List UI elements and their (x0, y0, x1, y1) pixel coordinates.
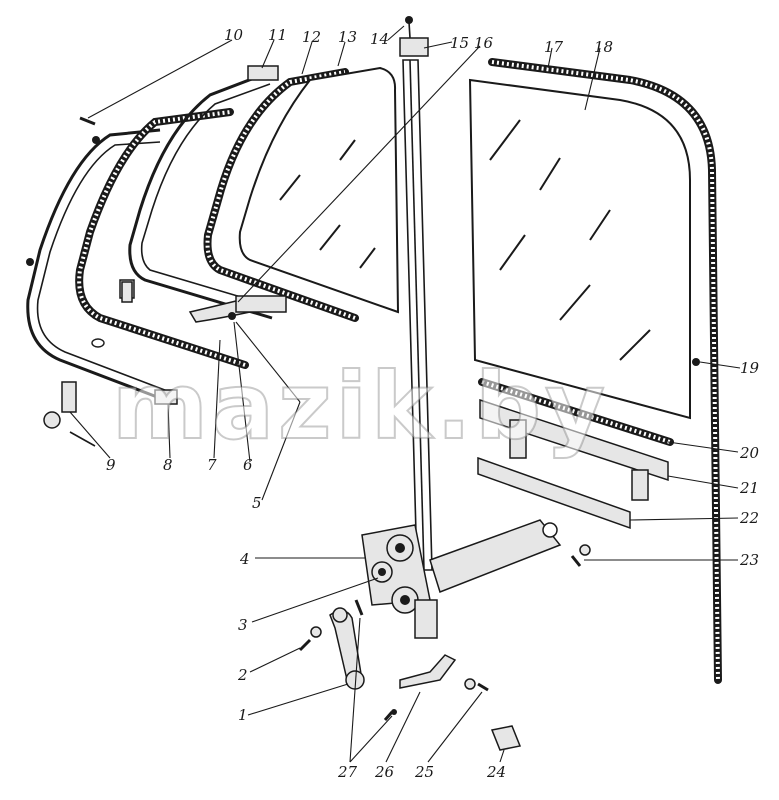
callout-11: 11 (268, 26, 287, 44)
callout-3: 3 (238, 616, 248, 634)
door-glass-part-18 (468, 78, 691, 420)
glass-channel-seal-part-20 (478, 378, 674, 446)
clip-part-24 (490, 725, 522, 751)
callout-5: 5 (252, 494, 262, 512)
screw-washer-part-2 (298, 626, 322, 652)
bolt-nut-part-23 (570, 544, 591, 567)
window-regulator-part-4 (361, 519, 562, 639)
callout-13: 13 (338, 28, 357, 46)
regulator-bracket-part-22 (477, 456, 631, 530)
callout-10: 10 (224, 26, 244, 44)
callout-12: 12 (302, 28, 321, 46)
callout-2: 2 (237, 666, 248, 684)
callout-16: 16 (474, 34, 494, 52)
callout-22: 22 (739, 509, 759, 527)
callout-labels: 1 2 3 4 5 6 7 8 9 10 11 12 13 14 15 16 1… (106, 26, 760, 781)
regulator-gear-part-3 (371, 561, 393, 583)
bolt-part-25 (464, 678, 489, 692)
outer-window-frame-part-8 (26, 128, 178, 405)
leader-lines (69, 25, 741, 763)
glass-run-channel-part-15 (399, 16, 433, 571)
callout-19: 19 (740, 359, 760, 377)
callout-25: 25 (414, 763, 434, 781)
vent-glass-part-13 (238, 66, 400, 314)
bracket-part-26 (399, 654, 457, 689)
pivot-pin (121, 281, 133, 303)
callout-21: 21 (739, 479, 759, 497)
screw-part-19 (692, 358, 700, 366)
callout-24: 24 (486, 763, 506, 781)
callout-18: 18 (594, 38, 613, 56)
watermark-text: mazik.by (112, 353, 609, 460)
callout-17: 17 (544, 38, 564, 56)
glass-seal-part-12 (203, 68, 359, 322)
callout-27: 27 (337, 763, 358, 781)
callout-20: 20 (739, 444, 760, 462)
door-glass-seal-part-17 (488, 58, 722, 684)
callout-7: 7 (207, 456, 217, 474)
hinge-pin-part-9 (43, 381, 96, 447)
callout-14: 14 (370, 30, 389, 48)
glass-channel-part-21 (479, 398, 669, 501)
screw-part-10 (79, 116, 96, 126)
callout-23: 23 (739, 551, 759, 569)
callout-8: 8 (163, 456, 173, 474)
callout-9: 9 (106, 456, 116, 474)
window-crank-handle-part-1 (329, 607, 365, 690)
callout-4: 4 (239, 550, 250, 568)
callout-6: 6 (243, 456, 253, 474)
callout-1: 1 (238, 706, 248, 724)
screws-part-27 (354, 599, 397, 721)
callout-15: 15 (450, 34, 469, 52)
latch-handle-part-7 (188, 295, 287, 323)
frame-seal-strip (75, 108, 249, 369)
callout-26: 26 (374, 763, 395, 781)
